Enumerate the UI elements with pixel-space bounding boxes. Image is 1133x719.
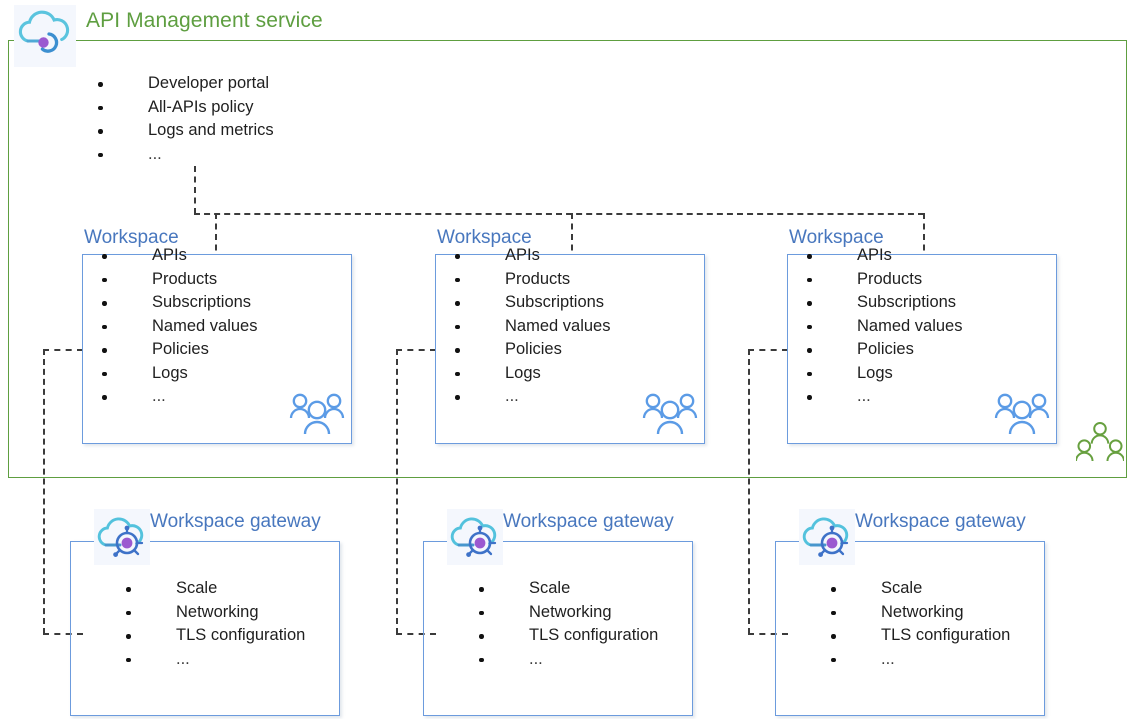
list-item: Subscriptions <box>449 291 610 315</box>
connector-ws1-gw1-top <box>43 349 83 351</box>
connector-ws3-gw3-top <box>748 349 788 351</box>
connector-ws2-gw2-bottom <box>396 633 436 635</box>
list-item: ... <box>92 143 274 167</box>
people-group-icon <box>1075 416 1125 473</box>
list-item: Products <box>449 268 610 292</box>
list-item: Subscriptions <box>801 291 962 315</box>
list-item: Named values <box>449 315 610 339</box>
connector-drop-workspace-1 <box>215 213 217 282</box>
people-group-icon <box>641 387 699 444</box>
workspace-feature-list: APIs Products Subscriptions Named values… <box>449 244 610 409</box>
list-item: Subscriptions <box>96 291 257 315</box>
connector-drop-workspace-2 <box>571 213 573 282</box>
list-item: TLS configuration <box>473 624 658 648</box>
workspace-feature-list: APIs Products Subscriptions Named values… <box>801 244 962 409</box>
workspace-gateway-title: Workspace gateway <box>855 511 1026 532</box>
list-item: Logs <box>96 362 257 386</box>
workspace-gateway-box <box>423 541 693 716</box>
list-item: All-APIs policy <box>92 96 274 120</box>
list-item: Products <box>801 268 962 292</box>
list-item: Scale <box>825 577 1010 601</box>
connector-ws1-gw1-bottom <box>43 633 83 635</box>
list-item: Products <box>96 268 257 292</box>
workspace-gateway-cloud-icon <box>94 509 150 565</box>
list-item: Policies <box>96 338 257 362</box>
list-item: ... <box>801 385 962 409</box>
connector-ws2-gw2-vertical <box>396 349 398 634</box>
list-item: Named values <box>96 315 257 339</box>
list-item: APIs <box>96 244 257 268</box>
connector-ws3-gw3-vertical <box>748 349 750 634</box>
workspace-gateway-title: Workspace gateway <box>150 511 321 532</box>
list-item: ... <box>449 385 610 409</box>
people-group-icon <box>288 387 346 444</box>
connector-ws1-gw1-vertical <box>43 349 45 634</box>
list-item: Logs <box>801 362 962 386</box>
workspace-gateway-feature-list: Scale Networking TLS configuration ... <box>120 577 305 671</box>
list-item: Developer portal <box>92 72 274 96</box>
connector-service-bus <box>194 213 924 215</box>
list-item: Scale <box>473 577 658 601</box>
list-item: APIs <box>449 244 610 268</box>
list-item: TLS configuration <box>120 624 305 648</box>
list-item: ... <box>473 648 658 672</box>
list-item: TLS configuration <box>825 624 1010 648</box>
list-item: Logs <box>449 362 610 386</box>
list-item: ... <box>120 648 305 672</box>
api-management-cloud-icon <box>14 5 76 67</box>
list-item: Logs and metrics <box>92 119 274 143</box>
workspace-gateway-cloud-icon <box>447 509 503 565</box>
list-item: Networking <box>120 601 305 625</box>
connector-ws3-gw3-bottom <box>748 633 788 635</box>
workspace-title: Workspace <box>789 227 884 248</box>
list-item: Policies <box>449 338 610 362</box>
connector-service-stem <box>194 166 196 214</box>
workspace-gateway-title: Workspace gateway <box>503 511 674 532</box>
list-item: Networking <box>825 601 1010 625</box>
workspace-gateway-box <box>775 541 1045 716</box>
list-item: ... <box>825 648 1010 672</box>
list-item: APIs <box>801 244 962 268</box>
people-group-icon <box>993 387 1051 444</box>
workspace-title: Workspace <box>84 227 179 248</box>
connector-ws2-gw2-top <box>396 349 436 351</box>
list-item: Networking <box>473 601 658 625</box>
workspace-gateway-cloud-icon <box>799 509 855 565</box>
workspace-gateway-box <box>70 541 340 716</box>
workspace-feature-list: APIs Products Subscriptions Named values… <box>96 244 257 409</box>
list-item: Named values <box>801 315 962 339</box>
list-item: ... <box>96 385 257 409</box>
workspace-gateway-feature-list: Scale Networking TLS configuration ... <box>473 577 658 671</box>
page-title: API Management service <box>86 9 323 32</box>
list-item: Policies <box>801 338 962 362</box>
workspace-gateway-feature-list: Scale Networking TLS configuration ... <box>825 577 1010 671</box>
list-item: Scale <box>120 577 305 601</box>
workspace-title: Workspace <box>437 227 532 248</box>
connector-drop-workspace-3 <box>923 213 925 282</box>
service-feature-list: Developer portal All-APIs policy Logs an… <box>92 72 274 166</box>
